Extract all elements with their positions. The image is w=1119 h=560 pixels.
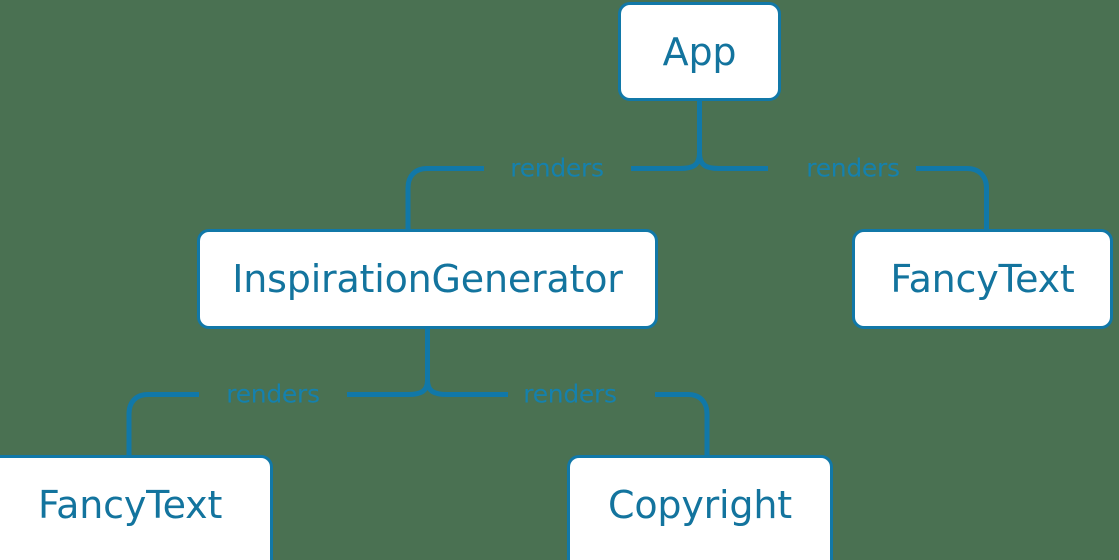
node-app-label: App bbox=[662, 29, 737, 74]
node-copyright[interactable]: Copyright bbox=[567, 455, 833, 560]
node-fancy-text-right[interactable]: FancyText bbox=[852, 229, 1113, 329]
edge-app-junction-left bbox=[631, 152, 702, 171]
node-inspiration-generator[interactable]: InspirationGenerator bbox=[197, 229, 658, 329]
edge-label-app-inspgen: renders bbox=[510, 153, 604, 183]
edge-inspgen-fancytext bbox=[126, 392, 199, 455]
node-fancy-text-bottom[interactable]: FancyText bbox=[0, 455, 273, 560]
node-app[interactable]: App bbox=[618, 2, 781, 101]
edge-inspgen-copyright bbox=[655, 392, 710, 455]
edge-app-junction-right bbox=[697, 152, 768, 171]
node-copyright-label: Copyright bbox=[608, 483, 792, 527]
node-fancy-text-bottom-label: FancyText bbox=[38, 483, 223, 527]
edge-label-app-fancytext: renders bbox=[806, 153, 900, 183]
node-inspiration-generator-label: InspirationGenerator bbox=[232, 257, 623, 301]
edge-label-inspgen-copyright: renders bbox=[523, 379, 617, 409]
edge-inspgen-junction-left bbox=[347, 379, 430, 397]
edge-app-fancytext bbox=[916, 166, 989, 229]
node-fancy-text-right-label: FancyText bbox=[890, 257, 1075, 301]
edge-app-inspgen bbox=[405, 166, 484, 229]
edge-label-inspgen-fancytext: renders bbox=[226, 379, 320, 409]
edge-inspgen-junction-right bbox=[425, 379, 508, 397]
